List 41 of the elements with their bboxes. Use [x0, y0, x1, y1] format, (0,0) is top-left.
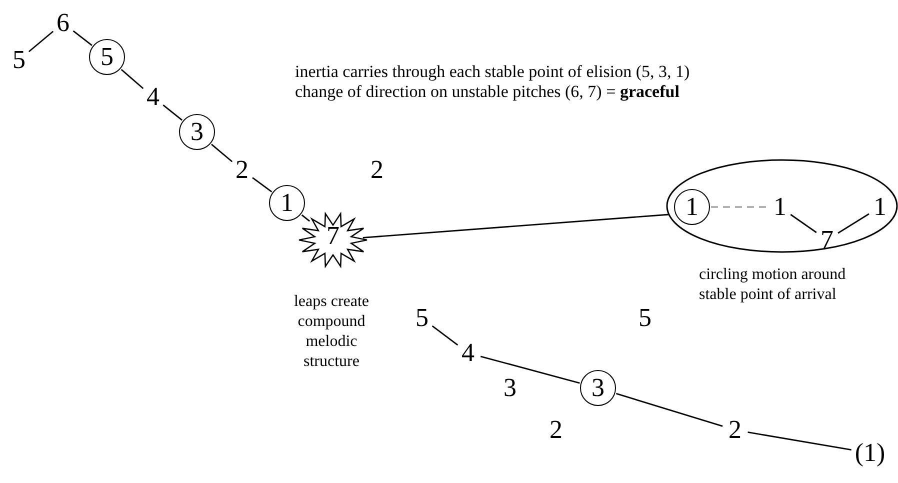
caption-text: circling motion around stable point of arrival [699, 265, 847, 305]
connector-line [616, 392, 723, 427]
note-number: 1 [874, 194, 886, 220]
starburst-note: 7 [297, 211, 369, 269]
connector-line [432, 325, 458, 346]
dashed-line [711, 206, 767, 208]
circled-note: 5 [89, 39, 125, 75]
caption-text: leaps create compound melodic structure [292, 292, 370, 372]
ellipse-outline [666, 159, 898, 253]
note-number: 4 [146, 84, 160, 110]
connector-line [162, 104, 183, 121]
note-number: 1 [774, 194, 786, 220]
note-number: 3 [504, 375, 516, 401]
circled-note: 1 [269, 185, 305, 221]
connector-line [362, 214, 670, 238]
note-number: 2 [550, 417, 562, 443]
connector-line [480, 356, 580, 384]
connector-line [301, 214, 310, 222]
connector-line [838, 213, 870, 234]
note-number: 6 [56, 10, 70, 36]
connector-line [120, 68, 144, 90]
connector-line [790, 214, 817, 234]
note-number: 2 [728, 417, 742, 443]
note-number: (1) [854, 440, 886, 466]
note-number: 5 [12, 47, 26, 73]
connector-line [748, 432, 852, 450]
circled-note: 3 [179, 114, 215, 150]
connector-line [211, 144, 233, 162]
annotation-text: change of direction on unstable pitches (6, 7) = graceful [295, 82, 680, 102]
note-number: 4 [462, 340, 474, 366]
circled-note: 3 [580, 370, 616, 406]
connector-line [252, 177, 272, 192]
note-number: 5 [638, 305, 652, 331]
note-number: 7 [820, 227, 834, 253]
connector-line [28, 30, 54, 52]
note-number: 5 [416, 305, 428, 331]
circled-note: 1 [674, 189, 710, 225]
note-number: 2 [370, 157, 384, 183]
connector-line [72, 30, 92, 46]
annotation-text: inertia carries through each stable point of elision (5, 3, 1) [295, 62, 690, 82]
note-number: 2 [236, 157, 248, 183]
